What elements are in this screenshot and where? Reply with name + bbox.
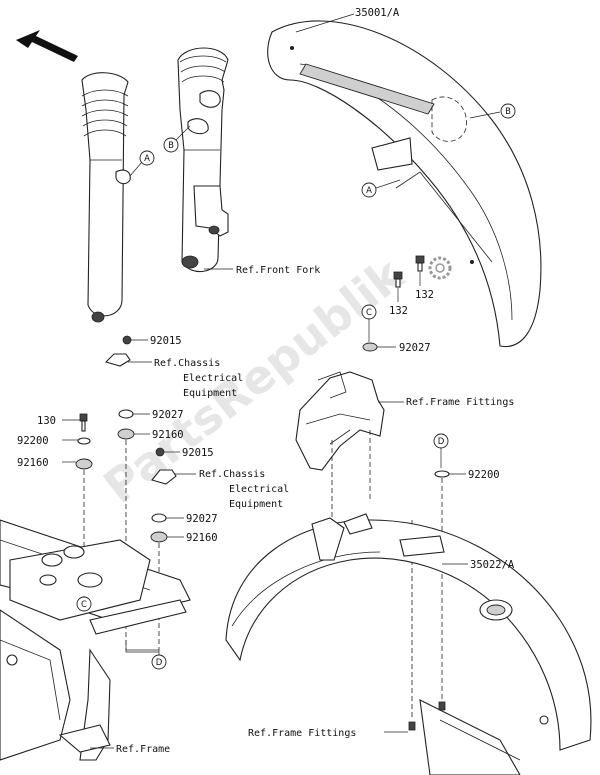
part-number-132-left: 132 <box>389 305 408 317</box>
part-number-92027-lower: 92027 <box>186 513 218 525</box>
stud-lower-left <box>408 721 416 731</box>
part-number-92200-right: 92200 <box>468 469 500 481</box>
marker-c-frame <box>76 596 92 612</box>
front-fender-illustration <box>267 20 542 348</box>
marker-a-fender-label: A <box>366 186 372 196</box>
ref-frame-fittings-lower: Ref.Frame Fittings <box>248 728 356 739</box>
washer-92200-right <box>434 470 450 478</box>
marker-c-frame-label: C <box>81 600 87 610</box>
marker-b-fork <box>163 137 179 153</box>
part-number-132-right: 132 <box>415 289 434 301</box>
marker-d-frame <box>151 654 167 670</box>
part-number-35001: 35001/A <box>355 7 400 19</box>
marker-b-fender <box>500 103 516 119</box>
ref-chassis-upper-3: Equipment <box>183 388 237 399</box>
clamp-lower <box>151 469 177 485</box>
part-number-35022: 35022/A <box>470 559 515 571</box>
grommet-92027-upper <box>118 409 134 419</box>
marker-a-fork <box>139 150 155 166</box>
bolt-132-left <box>393 271 403 288</box>
grommet-92027-lower <box>151 513 167 523</box>
ref-chassis-upper-2: Electrical <box>183 373 243 384</box>
rear-fender-illustration <box>225 513 592 775</box>
part-number-92160-lower: 92160 <box>186 532 218 544</box>
part-number-92015-lower: 92015 <box>182 447 214 459</box>
marker-b-fender-label: B <box>505 107 511 117</box>
nut-92015-lower <box>155 447 165 457</box>
marker-d-right-label: D <box>438 437 445 447</box>
front-direction-arrow-icon <box>16 30 78 62</box>
ref-chassis-lower-1: Ref.Chassis <box>199 469 265 480</box>
fender-bracket-illustration <box>295 371 385 471</box>
stud-lower-right <box>438 701 446 711</box>
damper-92160-upper <box>117 428 135 440</box>
front-fork-illustration <box>81 47 229 323</box>
marker-b-fork-label: B <box>168 141 174 151</box>
ref-frame-fittings-upper: Ref.Frame Fittings <box>406 397 514 408</box>
washer-92200-left <box>77 437 91 445</box>
gear-icon <box>428 256 452 280</box>
part-number-92027-right: 92027 <box>399 342 431 354</box>
marker-c-upper-label: C <box>366 308 372 318</box>
damper-92160-left <box>75 458 93 470</box>
frame-illustration <box>0 519 191 761</box>
part-number-92015-upper: 92015 <box>150 335 182 347</box>
ref-chassis-lower-3: Equipment <box>229 499 283 510</box>
damper-92160-lower <box>150 531 168 543</box>
marker-a-fork-label: A <box>144 154 150 164</box>
grommet-92027-right <box>362 342 378 352</box>
ref-chassis-upper-1: Ref.Chassis <box>154 358 220 369</box>
ref-frame: Ref.Frame <box>116 744 170 755</box>
ref-chassis-lower-2: Electrical <box>229 484 289 495</box>
part-number-92027-upper: 92027 <box>152 409 184 421</box>
part-number-92200-left: 92200 <box>17 435 49 447</box>
marker-d-frame-label: D <box>156 658 163 668</box>
part-number-130: 130 <box>37 415 56 427</box>
marker-a-fender <box>361 182 377 198</box>
part-number-92160-upper: 92160 <box>152 429 184 441</box>
nut-92015-upper <box>122 335 132 345</box>
ref-front-fork: Ref.Front Fork <box>236 265 320 276</box>
bolt-130 <box>79 413 88 432</box>
bolt-132-right <box>415 255 425 272</box>
part-number-92160-left: 92160 <box>17 457 49 469</box>
clamp-upper <box>104 353 131 367</box>
